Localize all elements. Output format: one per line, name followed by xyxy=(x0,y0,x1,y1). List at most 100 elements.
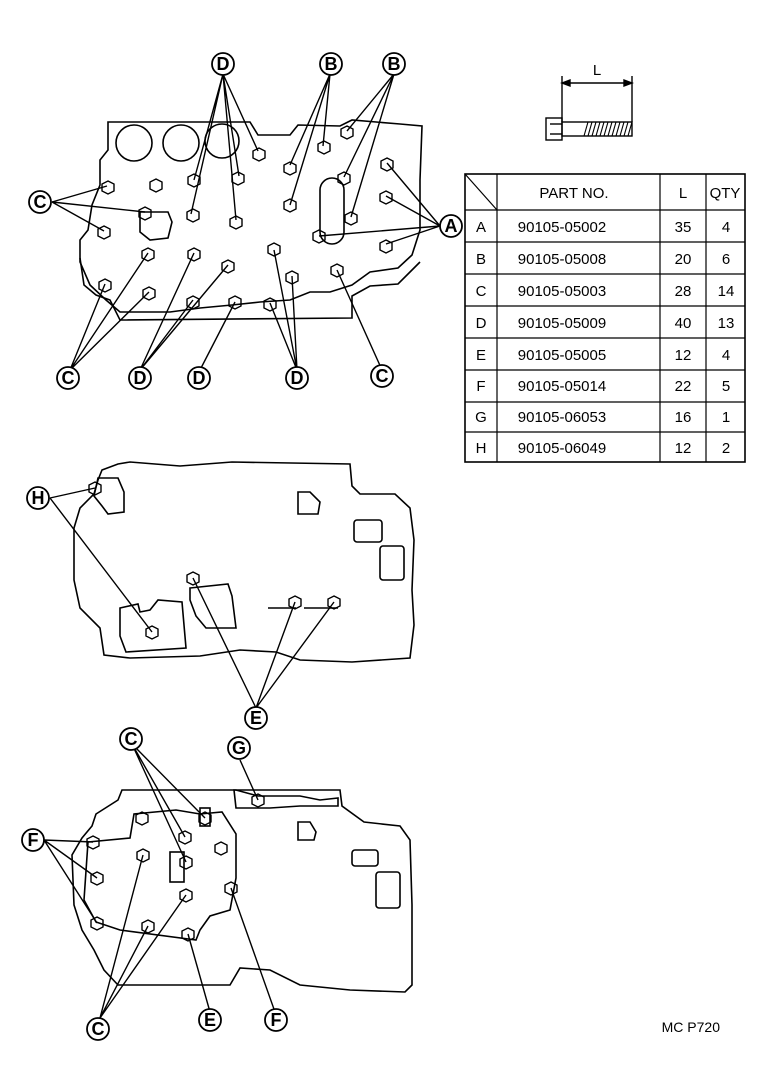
svg-text:4: 4 xyxy=(722,219,730,236)
svg-text:A: A xyxy=(476,219,486,236)
upper-cutout xyxy=(139,211,173,241)
svg-text:90105-05002: 90105-05002 xyxy=(518,219,606,236)
middle-block-center xyxy=(189,583,237,629)
svg-text:D: D xyxy=(134,368,147,388)
svg-text:B: B xyxy=(325,54,338,74)
upper-bolt-heads xyxy=(97,125,394,312)
bolt-dimension-label: L xyxy=(593,62,601,79)
svg-text:C: C xyxy=(34,192,47,212)
middle-block-left xyxy=(119,599,187,653)
callout-lower-e: E xyxy=(198,1008,222,1032)
parts-table: PART NO. L QTY A 90105-05002 35 4 B 9010… xyxy=(464,173,746,463)
parts-table-corner-diagonal xyxy=(464,173,498,211)
lower-callouts: C G F C E F xyxy=(21,727,288,1041)
table-row: A 90105-05002 35 4 xyxy=(476,219,730,236)
lower-valve-body xyxy=(71,789,413,993)
svg-text:35: 35 xyxy=(675,219,692,236)
middle-body-outline xyxy=(73,461,415,663)
svg-text:H: H xyxy=(32,488,45,508)
svg-text:28: 28 xyxy=(675,283,692,300)
callout-upper-c-bottom-right: C xyxy=(370,364,394,388)
svg-text:B: B xyxy=(476,251,486,268)
callout-upper-d-top: D xyxy=(211,52,235,76)
lower-stem-1 xyxy=(169,851,185,883)
svg-text:5: 5 xyxy=(722,378,730,395)
lower-bolt-heads xyxy=(86,793,265,942)
middle-slot-1 xyxy=(353,519,383,543)
table-row: B 90105-05008 20 6 xyxy=(476,251,730,268)
svg-text:E: E xyxy=(250,708,262,728)
svg-text:C: C xyxy=(125,729,138,749)
callout-lower-g: G xyxy=(227,736,251,760)
callout-upper-d-bottom-3: D xyxy=(285,366,309,390)
bolt-thread xyxy=(583,121,633,137)
bolt-head xyxy=(545,117,563,141)
upper-port-2 xyxy=(162,124,200,162)
parts-table-frame xyxy=(464,173,746,463)
callout-lower-c-bottom: C xyxy=(86,1017,110,1041)
callout-middle-e: E xyxy=(244,706,268,730)
callout-upper-a: A xyxy=(439,214,463,238)
upper-body-plate xyxy=(79,257,421,321)
lower-slot-2 xyxy=(375,871,401,909)
svg-text:12: 12 xyxy=(675,440,692,457)
header-part-no: PART NO. xyxy=(539,185,608,202)
callout-lower-c-top: C xyxy=(119,727,143,751)
svg-text:90105-05014: 90105-05014 xyxy=(518,378,606,395)
middle-bolt-heads xyxy=(88,481,341,640)
svg-text:F: F xyxy=(476,378,485,395)
upper-body-outline xyxy=(79,119,423,313)
callout-upper-d-bottom-1: D xyxy=(128,366,152,390)
svg-text:14: 14 xyxy=(718,283,735,300)
lower-leader-lines xyxy=(43,743,276,1019)
upper-callouts: D B B C A C D D xyxy=(28,52,463,390)
figure-code: MC P720 xyxy=(662,1019,721,1035)
upper-leader-lines xyxy=(51,73,441,371)
callout-upper-c-left: C xyxy=(28,190,52,214)
callout-lower-f-left: F xyxy=(21,828,45,852)
svg-text:C: C xyxy=(92,1019,105,1039)
middle-slot-2 xyxy=(379,545,405,581)
svg-text:13: 13 xyxy=(718,315,735,332)
header-qty: QTY xyxy=(710,185,741,202)
svg-text:2: 2 xyxy=(722,440,730,457)
svg-text:G: G xyxy=(475,409,487,426)
lower-stem-2 xyxy=(199,807,211,827)
svg-text:C: C xyxy=(62,368,75,388)
upper-slot xyxy=(319,177,345,245)
bolt-sketch: L xyxy=(545,62,634,141)
upper-port-1 xyxy=(115,124,153,162)
lower-plate xyxy=(83,809,237,941)
upper-valve-body xyxy=(79,119,423,321)
lower-slot-1 xyxy=(351,849,379,867)
svg-text:90105-05009: 90105-05009 xyxy=(518,315,606,332)
svg-text:B: B xyxy=(388,54,401,74)
header-length: L xyxy=(679,185,687,202)
lower-cutout-1 xyxy=(297,821,317,841)
svg-text:D: D xyxy=(291,368,304,388)
svg-text:40: 40 xyxy=(675,315,692,332)
callout-upper-b-1: B xyxy=(319,52,343,76)
svg-text:E: E xyxy=(204,1010,216,1030)
bolt-shank xyxy=(561,121,633,137)
svg-text:C: C xyxy=(476,283,487,300)
middle-leader-lines xyxy=(49,487,335,709)
svg-text:F: F xyxy=(28,830,39,850)
table-row: H 90105-06049 12 2 xyxy=(476,440,731,457)
svg-text:D: D xyxy=(217,54,230,74)
svg-text:1: 1 xyxy=(722,409,730,426)
svg-text:G: G xyxy=(232,738,246,758)
table-row: G 90105-06053 16 1 xyxy=(475,409,730,426)
table-row: C 90105-05003 28 14 xyxy=(476,283,735,300)
middle-cutout-1 xyxy=(297,491,321,515)
svg-text:4: 4 xyxy=(722,347,730,364)
callout-upper-d-bottom-2: D xyxy=(187,366,211,390)
svg-text:C: C xyxy=(376,366,389,386)
middle-bracket-left xyxy=(93,477,125,515)
svg-text:A: A xyxy=(445,216,458,236)
callout-upper-c-bottom-left: C xyxy=(56,366,80,390)
svg-text:20: 20 xyxy=(675,251,692,268)
svg-text:90105-05003: 90105-05003 xyxy=(518,283,606,300)
svg-text:90105-06049: 90105-06049 xyxy=(518,440,606,457)
